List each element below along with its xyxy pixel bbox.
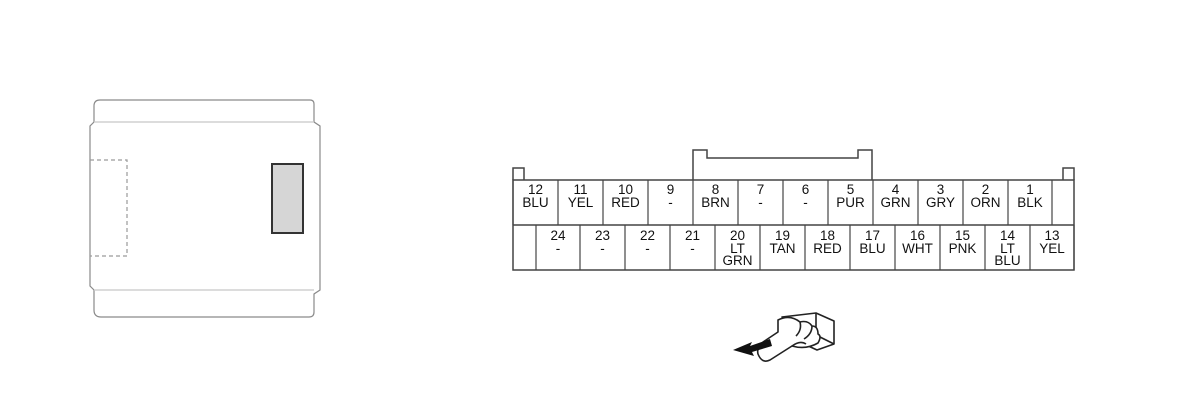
wire-color: - [758,195,763,210]
pin-number: 23 [594,228,611,243]
connector-pin-6: 6- [783,182,828,210]
wire-color: LT BLU [994,241,1021,268]
pin-number: 19 [774,228,791,243]
pin-number: 17 [864,228,881,243]
pin-number: 20 [729,228,746,243]
pin-number: 15 [954,228,971,243]
wire-color: - [668,195,673,210]
hand-pointing-connector-icon [756,312,835,362]
wire-color: YEL [1039,241,1065,256]
pin-number: 18 [819,228,836,243]
wire-color: GRN [880,195,911,210]
wire-color: LT GRN [722,241,753,268]
pin-number: 13 [1044,228,1060,243]
module-connector-port [271,163,304,234]
pin-number: 7 [756,182,765,197]
wire-color: - [600,241,605,256]
pin-number: 22 [639,228,656,243]
control-module [89,99,321,318]
wire-color: - [645,241,650,256]
wire-color: PNK [948,241,977,256]
connector-pin-24: 24- [536,228,580,256]
wire-color: BRN [701,195,730,210]
wire-color: WHT [902,241,933,256]
pin-number: 16 [909,228,926,243]
wire-color: BLK [1017,195,1043,210]
wire-color: PUR [836,195,865,210]
pin-number: 9 [666,182,675,197]
connector-pin-23: 23- [580,228,625,256]
wire-color: BLU [522,195,549,210]
pin-number: 12 [527,182,544,197]
connector-pin-9: 9- [648,182,693,210]
pin-number: 3 [936,182,945,197]
pin-number: 5 [846,182,855,197]
module-port-dashed [89,159,128,257]
connector-cell-dividers [512,180,1075,270]
pin-number: 10 [617,182,634,197]
pin-number: 4 [891,182,900,197]
pin-number: 11 [573,182,588,197]
arrow-right-icon [733,339,772,356]
wire-color: - [690,241,695,256]
wire-color: BLU [859,241,886,256]
pin-number: 8 [711,182,720,197]
pin-number: 14 [999,228,1016,243]
wire-color: ORN [970,195,1001,210]
wire-color: RED [611,195,640,210]
wire-color: RED [813,241,842,256]
connector-pin-7: 7- [738,182,783,210]
wire-color: GRY [925,195,955,210]
wire-color: - [555,241,561,256]
wire-color: - [803,195,808,210]
pin-number: 1 [1026,182,1034,197]
pin-number: 6 [801,182,810,197]
wire-color: TAN [769,241,796,256]
pin-number: 21 [684,228,701,243]
connector-pin-21: 21- [670,228,715,256]
pin-number: 24 [550,228,566,243]
connector-pin-22: 22- [625,228,670,256]
wire-color: YEL [567,195,594,210]
pin-number: 2 [981,182,990,197]
